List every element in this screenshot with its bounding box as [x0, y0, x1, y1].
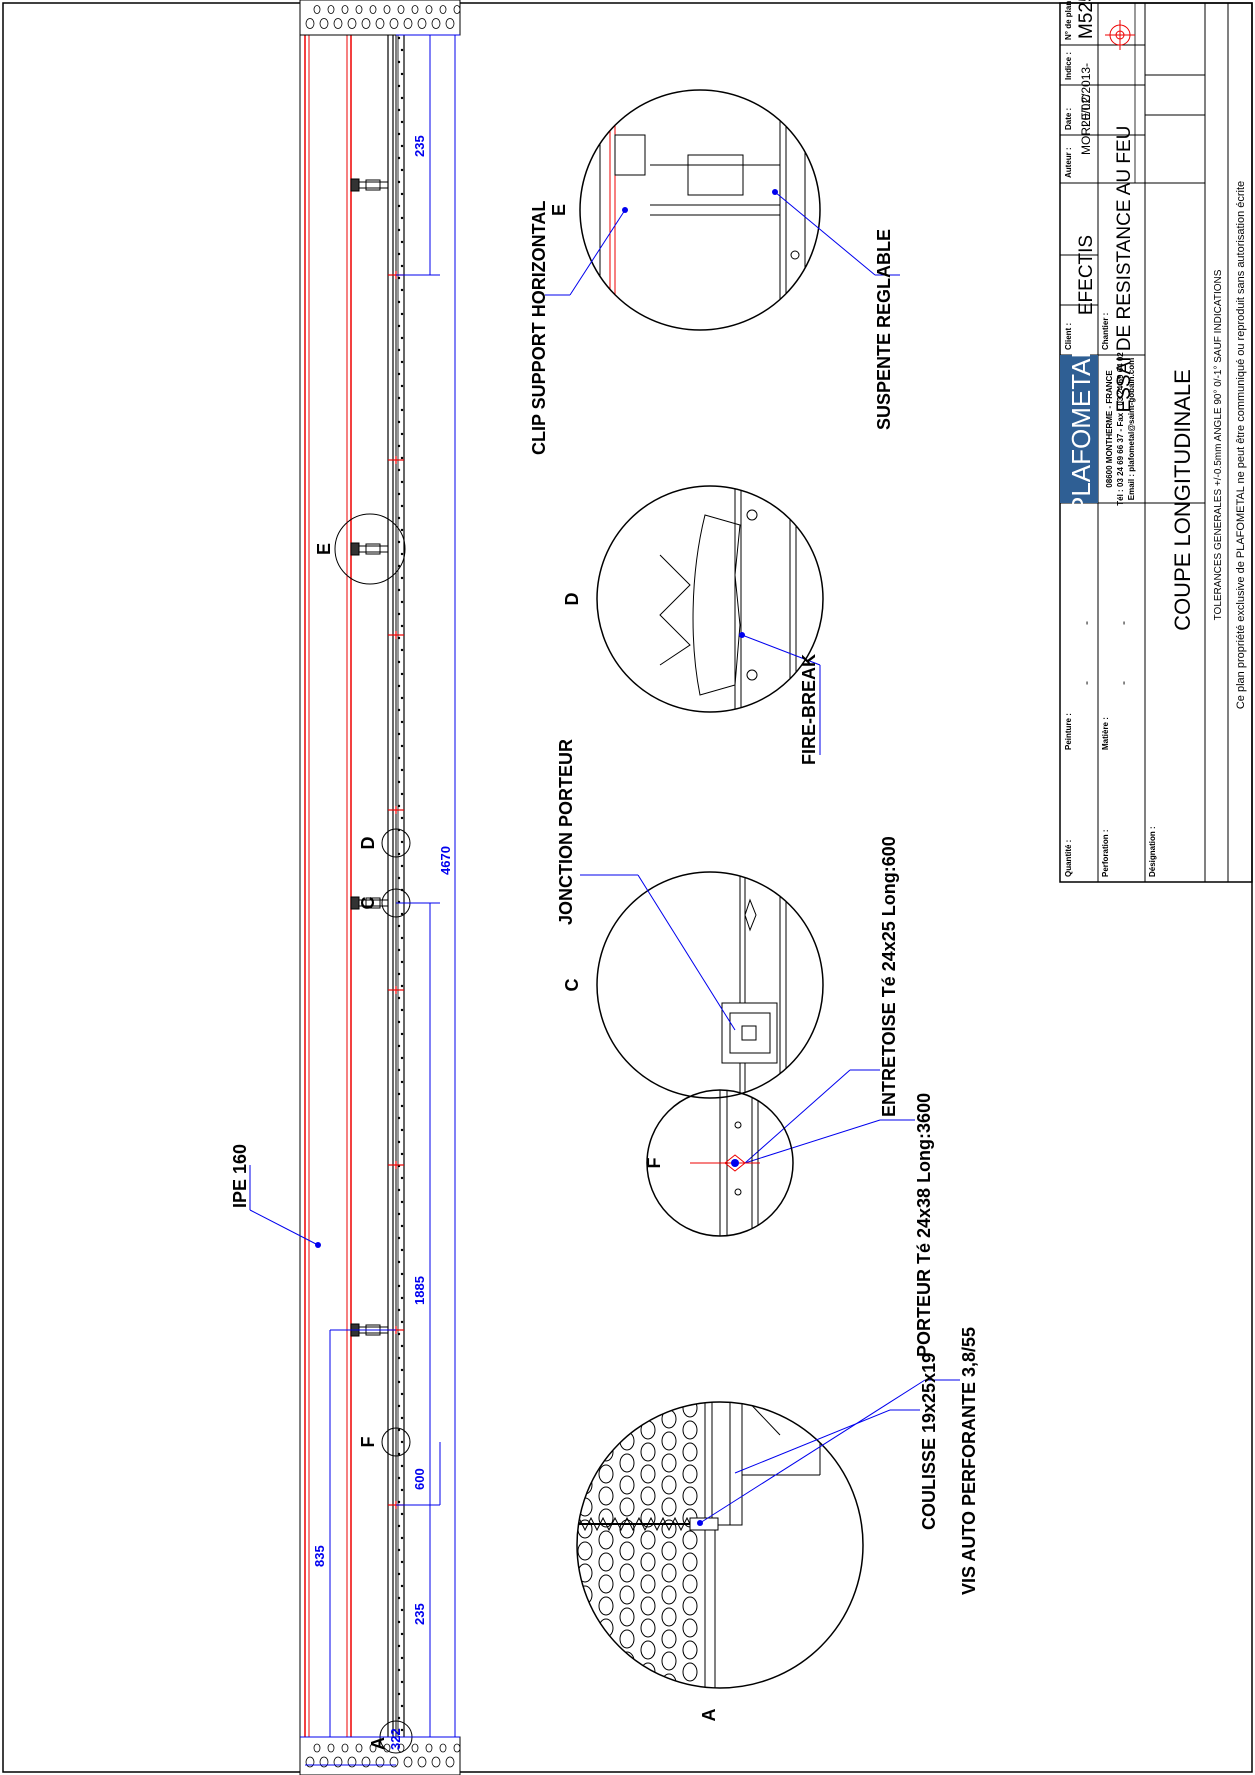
detail-a-title: A — [699, 1709, 719, 1722]
detail-e: E — [549, 89, 821, 331]
callout-firebreak: FIRE-BREAK — [799, 654, 819, 765]
hanger-icon — [350, 178, 388, 192]
wall-right — [299, 0, 461, 36]
dim-end: 235 — [412, 135, 427, 157]
indice-value: - — [1079, 63, 1093, 67]
perforation-value: - — [1116, 681, 1130, 685]
callout-entretoise: ENTRETOISE Té 24x25 Long:600 — [879, 836, 899, 1117]
callout-coulisse: COULISSE 19x25x19 — [919, 1353, 939, 1530]
dim-overall: 4670 — [438, 846, 453, 875]
designation-label: Désignation : — [1148, 826, 1157, 877]
company-email: Email : plafometal@saint-gobain.com — [1127, 358, 1136, 501]
callout-vis: VIS AUTO PERFORANTE 3,8/55 — [959, 1327, 979, 1595]
peinture-label: Peinture : — [1064, 713, 1073, 750]
client-label: Client : — [1064, 323, 1073, 350]
copyright-note: Ce plan propriété exclusive de PLAFOMETA… — [1235, 181, 1247, 709]
plan-number: M5251-3 — [1076, 0, 1097, 39]
auteur-label: Auteur : — [1064, 147, 1073, 178]
detail-circle-e — [334, 513, 406, 585]
dimensions — [300, 34, 460, 1766]
tolerances: TOLERANCES GENERALES +/-0.5mm ANGLE 90° … — [1213, 269, 1224, 620]
client-value: EFECTIS — [1076, 235, 1097, 315]
title-block — [1059, 2, 1253, 883]
projection-symbol-icon — [1105, 20, 1135, 50]
date-label: Date : — [1064, 108, 1073, 130]
peinture-value: - — [1079, 621, 1093, 625]
chantier-value: ESSAI DE RESISTANCE AU FEU — [1114, 126, 1135, 413]
detail-c: C — [562, 871, 824, 1099]
detail-a: A — [576, 1401, 864, 1722]
dim-835: 835 — [312, 1545, 327, 1567]
callout-clip: CLIP SUPPORT HORIZONTAL — [529, 201, 549, 455]
detail-f: F — [644, 1089, 794, 1237]
detail-circle-d — [381, 828, 411, 858]
dim-1885: 1885 — [412, 1276, 427, 1305]
detail-f-title: F — [644, 1158, 664, 1169]
indice-label: Indice : — [1064, 52, 1073, 80]
company-phone: Tél : 03 24 69 66 37 - Fax : 03 24 69 64… — [1116, 352, 1125, 506]
dim-height: 322 — [388, 1728, 403, 1750]
ipe-leader — [249, 1209, 319, 1246]
detail-circle-f — [381, 1427, 411, 1457]
drawing-title: COUPE LONGITUDINALE — [1170, 369, 1195, 631]
profile-perforations — [397, 36, 404, 1732]
callout-suspente: SUSPENTE REGLABLE — [874, 229, 894, 430]
marker-d-label: D — [358, 837, 378, 850]
main-elevation: A F C D E IPE 160 — [230, 0, 461, 1775]
perforation-label: Perforation : — [1101, 829, 1110, 877]
callout-jonction: JONCTION PORTEUR — [556, 739, 576, 925]
company-name: PLAFOMETAL — [1066, 344, 1096, 514]
detail-c-title: C — [562, 979, 582, 992]
detail-d-title: D — [562, 593, 582, 606]
beam-label: IPE 160 — [230, 1144, 250, 1208]
marker-e-label: E — [314, 543, 334, 555]
detail-e-title: E — [549, 204, 569, 216]
plan-label: N° de plan : — [1064, 0, 1073, 40]
dim-start: 235 — [412, 1603, 427, 1625]
matiere-value: - — [1116, 621, 1130, 625]
date-value: 20/02/2013 — [1079, 67, 1093, 127]
auteur-value: MORLET.C — [1079, 94, 1093, 155]
hanger-icon — [350, 896, 388, 910]
marker-c-label: C — [358, 897, 378, 910]
detail-d: D — [562, 485, 824, 713]
marker-f-label: F — [358, 1437, 378, 1448]
callout-porteur: PORTEUR Té 24x38 Long:3600 — [914, 1093, 934, 1357]
dim-600: 600 — [412, 1468, 427, 1490]
chantier-label: Chantier : — [1101, 313, 1110, 350]
marker-a-label: A — [368, 1737, 388, 1750]
quantite-value: - — [1079, 681, 1093, 685]
company-address: 08600 MONTHERME - FRANCE — [1105, 370, 1114, 488]
company-logo-box — [1060, 355, 1098, 503]
matiere-label: Matière : — [1101, 717, 1110, 750]
quantite-label: Quantité : — [1064, 840, 1073, 877]
hangers — [350, 178, 388, 1337]
hanger-icon — [350, 542, 388, 556]
